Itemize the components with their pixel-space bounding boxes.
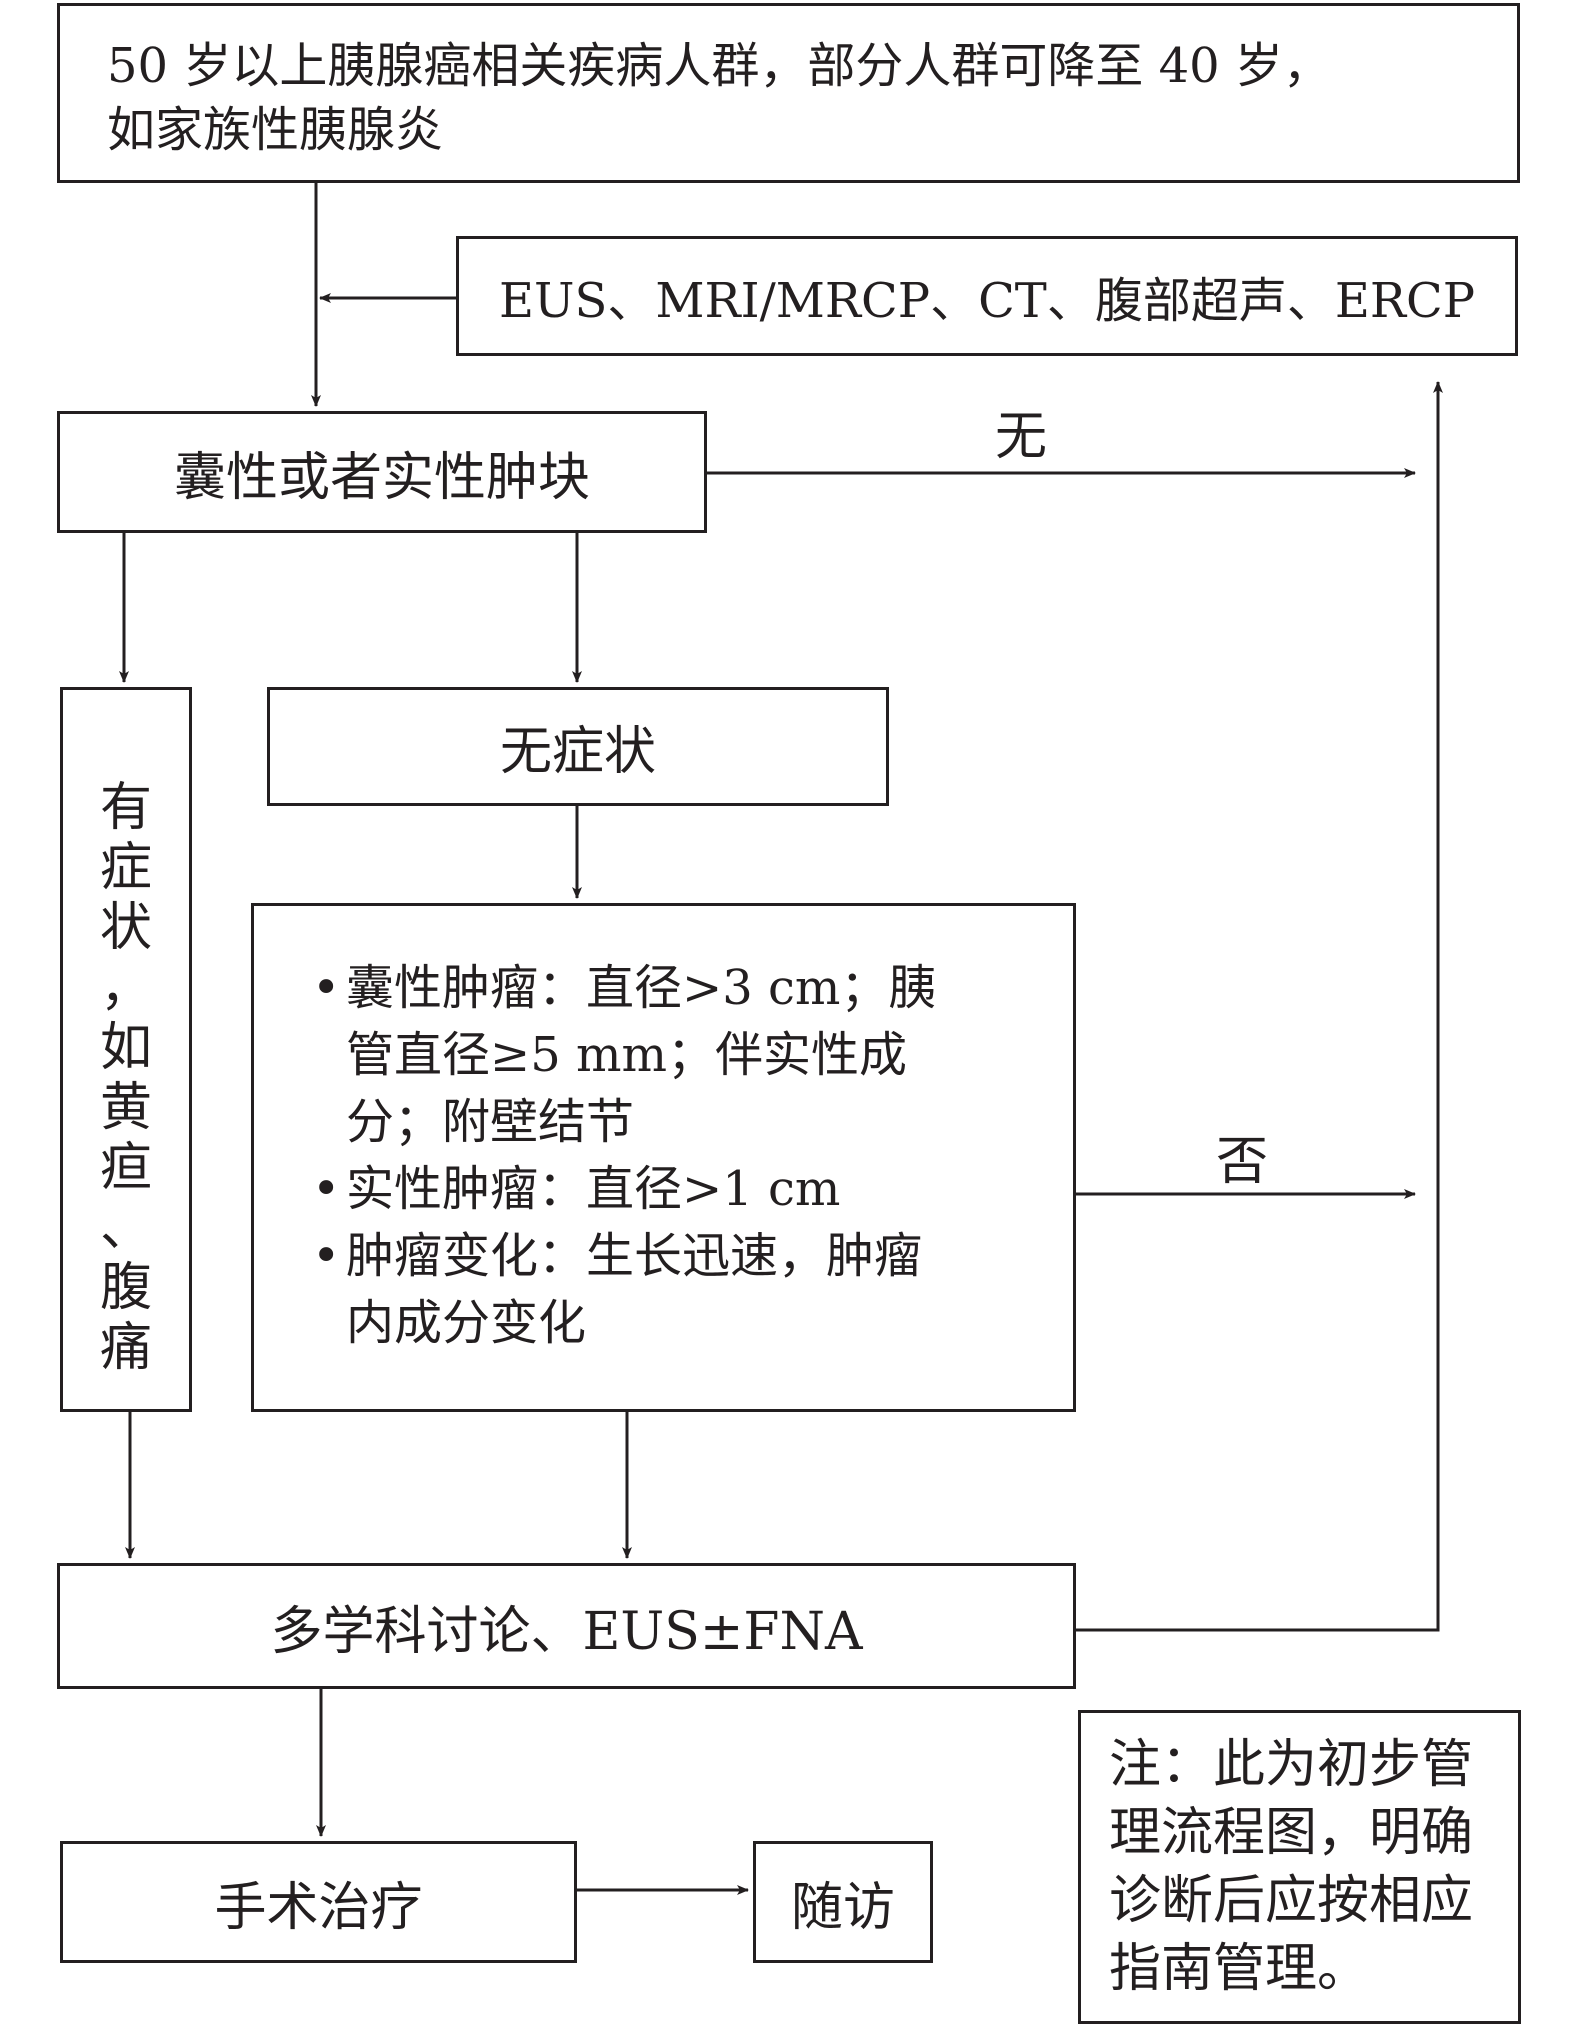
criteria-cystic: • 囊性肿瘤：直径>3 cm；胰 管直径≥5 mm；伴实性成 分；附壁结节 bbox=[312, 955, 936, 1156]
criteria-list: • 囊性肿瘤：直径>3 cm；胰 管直径≥5 mm；伴实性成 分；附壁结节 • … bbox=[312, 955, 936, 1357]
asymptomatic-label: 无症状 bbox=[499, 722, 656, 782]
bullet-icon: • bbox=[312, 1161, 341, 1217]
symptomatic-label: 有 症 状 ， 如 黄 疸 、 腹 痛 bbox=[99, 778, 152, 1378]
symptomatic-box: 有 症 状 ， 如 黄 疸 、 腹 痛 bbox=[60, 687, 192, 1412]
bullet-icon: • bbox=[312, 960, 341, 1016]
imaging-modalities-box: EUS、MRI/MRCP、CT、腹部超声、ERCP bbox=[456, 236, 1518, 356]
edge-label-no: 否 bbox=[1216, 1132, 1269, 1192]
target-population-line-2: 如家族性胰腺炎 bbox=[107, 102, 444, 158]
imaging-modalities-label: EUS、MRI/MRCP、CT、腹部超声、ERCP bbox=[498, 273, 1476, 329]
mdt-eus-fna-box: 多学科讨论、EUS±FNA bbox=[57, 1563, 1076, 1689]
note-box: 注：此为初步管 理流程图，明确 诊断后应按相应 指南管理。 bbox=[1078, 1710, 1521, 2024]
cystic-or-solid-mass-box: 囊性或者实性肿块 bbox=[57, 411, 707, 533]
follow-up-label: 随访 bbox=[790, 1877, 895, 1938]
cystic-or-solid-mass-label: 囊性或者实性肿块 bbox=[173, 447, 590, 508]
note-text: 注：此为初步管 理流程图，明确 诊断后应按相应 指南管理。 bbox=[1109, 1735, 1474, 1999]
asymptomatic-box: 无症状 bbox=[267, 687, 889, 806]
surgery-box: 手术治疗 bbox=[60, 1841, 577, 1963]
criteria-box bbox=[251, 903, 1076, 1412]
bullet-icon: • bbox=[312, 1228, 341, 1284]
edge-label-none: 无 bbox=[995, 407, 1048, 467]
criteria-solid: • 实性肿瘤：直径>1 cm bbox=[312, 1156, 936, 1223]
surgery-label: 手术治疗 bbox=[214, 1877, 423, 1938]
criteria-change: • 肿瘤变化：生长迅速，肿瘤 内成分变化 bbox=[312, 1223, 936, 1357]
arrow-mdt-back-to-imaging bbox=[1076, 381, 1443, 1632]
target-population-box: 50 岁以上胰腺癌相关疾病人群，部分人群可降至 40 岁， 如家族性胰腺炎 bbox=[57, 3, 1520, 183]
follow-up-box: 随访 bbox=[753, 1841, 933, 1963]
mdt-eus-fna-label: 多学科讨论、EUS±FNA bbox=[270, 1601, 863, 1662]
target-population-line-1: 50 岁以上胰腺癌相关疾病人群，部分人群可降至 40 岁， bbox=[107, 38, 1331, 94]
